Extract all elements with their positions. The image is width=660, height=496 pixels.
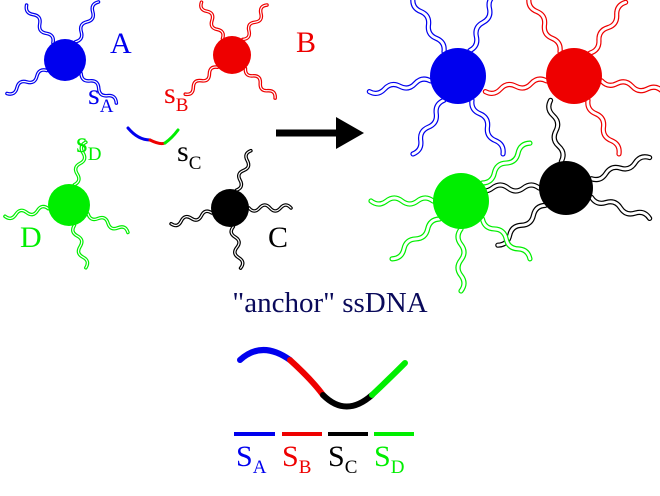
- reaction-arrow: [276, 117, 364, 149]
- dna-strand-core: [235, 150, 252, 191]
- particle-d-label: D: [20, 221, 42, 254]
- dna-strand-core: [589, 155, 652, 181]
- dna-strand-core: [470, 98, 505, 156]
- dna-strand-core: [248, 204, 292, 212]
- anchor-segment-labels: SA SB SC SD: [236, 440, 404, 478]
- dna-strand-core: [481, 217, 532, 261]
- dna-strand-core: [411, 0, 446, 54]
- assembled-particle-d: [368, 140, 533, 294]
- dna-strand-core: [242, 4, 268, 41]
- dna-strand-core: [527, 0, 562, 54]
- dna-strand-core: [481, 141, 532, 185]
- dna-strand-core: [586, 98, 621, 156]
- segment-b-label: SB: [282, 440, 311, 478]
- assembled-cluster: [366, 0, 660, 294]
- particle-core: [539, 161, 593, 215]
- assembled-particle-a: [366, 0, 506, 157]
- particle-core: [546, 48, 602, 104]
- particle-c-label: C: [268, 221, 288, 254]
- strand-a-label: sA: [88, 78, 114, 117]
- particle-core: [48, 184, 90, 226]
- dna-strand-core: [25, 4, 54, 44]
- segment-c-label: SC: [328, 440, 357, 478]
- dna-strand-core: [468, 0, 492, 53]
- unassembled-particles: [3, 0, 293, 270]
- dna-strand-core: [411, 98, 446, 156]
- dna-strand-core: [6, 69, 48, 95]
- dna-strand-core: [589, 195, 652, 220]
- free-anchor-segment: [148, 138, 167, 146]
- assembled-particle-b: [482, 0, 660, 157]
- particle-core: [433, 173, 489, 229]
- dna-strand-core: [390, 217, 441, 261]
- particle-b-label: B: [296, 26, 316, 59]
- dna-strand-core: [244, 67, 276, 99]
- assembled-particle-c: [474, 97, 653, 248]
- particle-a: [5, 0, 119, 105]
- segment-a-label: SA: [236, 440, 267, 478]
- dna-strand-core: [588, 0, 628, 55]
- dna-strand-core: [600, 79, 660, 93]
- free-anchor-segment: [163, 128, 180, 145]
- dna-strand-core: [170, 210, 213, 227]
- dna-strand-core: [547, 98, 565, 163]
- segment-d-label: SD: [374, 440, 404, 478]
- dna-strand-core: [73, 141, 87, 186]
- particle-core: [44, 39, 86, 81]
- free-anchor-strand: [126, 126, 180, 146]
- dna-strand-core: [369, 196, 435, 206]
- particle-core: [213, 36, 251, 74]
- strand-c-label: sC: [177, 135, 201, 174]
- dna-strand-core: [87, 213, 129, 234]
- anchor-title: "anchor" ssDNA: [232, 287, 427, 319]
- dna-strand-core: [230, 226, 244, 269]
- anchor-strand-illustration: [237, 347, 408, 410]
- dna-strand-core: [456, 227, 466, 293]
- free-anchor-segment: [126, 126, 152, 142]
- dna-strand-core: [72, 224, 89, 269]
- dna-strand-core: [367, 77, 432, 95]
- dna-strand-core: [475, 183, 541, 193]
- dna-strand-core: [4, 205, 49, 219]
- particle-c: [169, 148, 293, 270]
- particle-a-label: A: [110, 27, 132, 60]
- dna-strand-core: [80, 72, 117, 104]
- particle-b: [183, 0, 277, 100]
- strand-b-label: sB: [164, 77, 188, 116]
- dna-strand-core: [184, 66, 219, 95]
- dna-strand-core: [200, 1, 224, 40]
- strand-d-label: sD: [76, 126, 101, 165]
- dna-strand-core: [483, 77, 548, 95]
- particle-d: [3, 140, 130, 270]
- dna-strand-core: [74, 1, 100, 43]
- dna-strand: [467, 0, 494, 54]
- particle-core: [430, 48, 486, 104]
- particle-core: [211, 189, 249, 227]
